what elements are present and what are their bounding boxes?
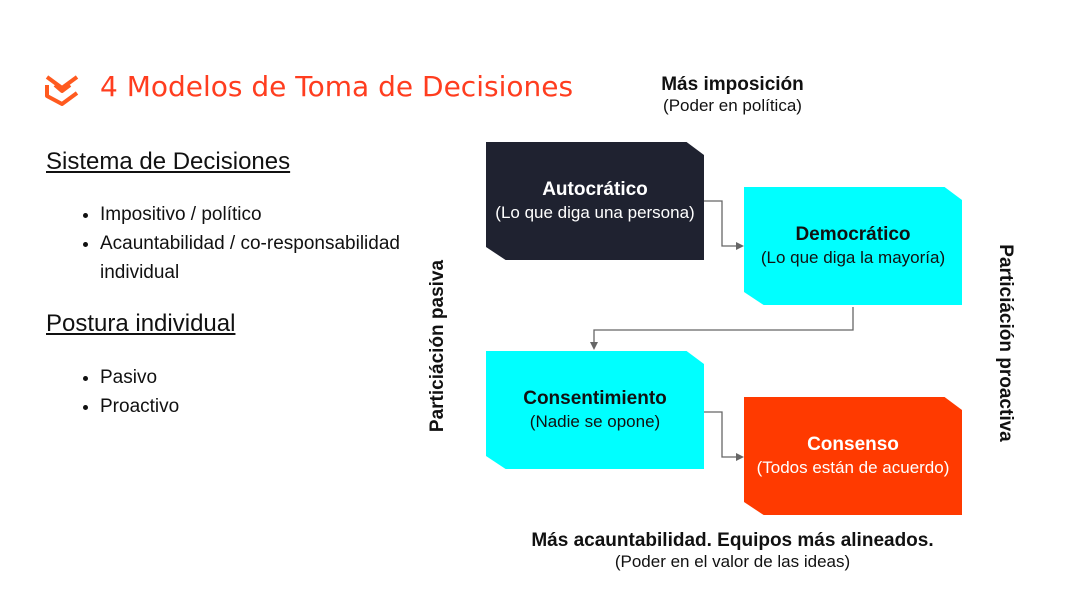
box-autocratico: Autocrático(Lo que diga una persona) [486,142,704,260]
list-sistema: Impositivo / político Acauntabilidad / c… [56,200,400,287]
list-item: Impositivo / político [100,200,400,229]
heading-sistema: Sistema de Decisiones [46,148,291,175]
box-consenso: Consenso(Todos están de acuerdo) [744,397,962,515]
page-title: 4 Modelos de Toma de Decisiones [100,70,574,103]
box-consentimiento: Consentimiento(Nadie se opone) [486,351,704,469]
label-bottom: Más acauntabilidad. Equipos más alineado… [531,530,934,571]
list-postura: Pasivo Proactivo [56,363,179,421]
list-item: Acauntabilidad / co-responsabilidad indi… [100,229,400,287]
heading-postura: Postura individual [46,310,236,337]
box-democratico: Democrático(Lo que diga la mayoría) [744,187,962,305]
list-item: Pasivo [100,363,179,392]
label-top: Más imposición(Poder en política) [661,74,804,115]
logo-icon [45,75,79,106]
list-item: Proactivo [100,392,179,421]
